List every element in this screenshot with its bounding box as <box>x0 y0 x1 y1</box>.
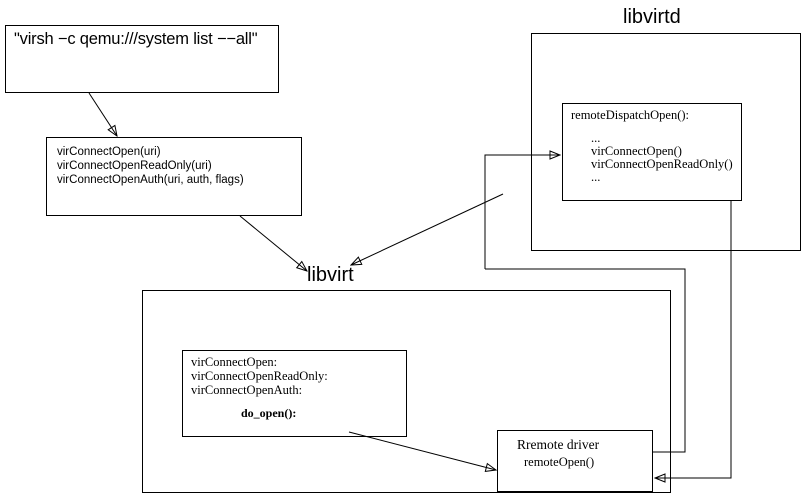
arrow-dispatch-to-libvirt <box>351 193 504 265</box>
libvirt-impl-box[interactable]: virConnectOpen: virConnectOpenReadOnly: … <box>182 350 407 437</box>
libvirt-impl-line-1: virConnectOpen: <box>191 355 278 369</box>
remote-driver-box[interactable]: Rremote driver remoteOpen() <box>497 430 653 492</box>
public-api-box[interactable]: virConnectOpen(uri) virConnectOpenReadOn… <box>46 137 302 216</box>
remote-driver-title: Rremote driver <box>517 437 600 452</box>
libvirt-layer-title: libvirt <box>307 264 354 286</box>
libvirt-layer-box[interactable] <box>142 290 671 493</box>
libvirtd-layer-box[interactable] <box>531 33 801 251</box>
public-api-line-2: virConnectOpenReadOnly(uri) <box>57 160 212 172</box>
libvirt-impl-do-open: do_open(): <box>241 406 297 420</box>
arrow-doopen-to-remote-driver <box>348 431 496 470</box>
command-box-label: "virsh −c qemu:///system list −−all" <box>14 30 258 48</box>
path-libvirt-to-remote-dispatch <box>484 155 560 269</box>
public-api-line-1: virConnectOpen(uri) <box>57 146 161 158</box>
remote-dispatch-title: remoteDispatchOpen(): <box>571 108 690 122</box>
libvirt-impl-line-2: virConnectOpenReadOnly: <box>191 369 328 383</box>
remote-dispatch-line-2: virConnectOpen() <box>591 144 682 158</box>
path-libvirt-down-to-remote-driver <box>485 268 686 453</box>
remote-dispatch-line-4: ... <box>591 170 601 184</box>
remote-dispatch-box[interactable] <box>562 103 742 201</box>
path-libvirtd-return-to-remote-driver <box>655 201 732 478</box>
remote-driver-subtitle: remoteOpen() <box>524 455 595 469</box>
libvirtd-layer-title: libvirtd <box>623 6 681 28</box>
remote-dispatch-line-1: ... <box>591 131 601 145</box>
arrow-api-to-libvirt <box>239 215 307 271</box>
arrow-command-to-api <box>88 92 117 136</box>
remote-dispatch-line-3: virConnectOpenReadOnly() <box>591 157 733 171</box>
public-api-line-3: virConnectOpenAuth(uri, auth, flags) <box>57 174 244 186</box>
libvirt-impl-line-3: virConnectOpenAuth: <box>191 383 303 397</box>
command-box[interactable]: "virsh −c qemu:///system list −−all" <box>5 25 279 93</box>
